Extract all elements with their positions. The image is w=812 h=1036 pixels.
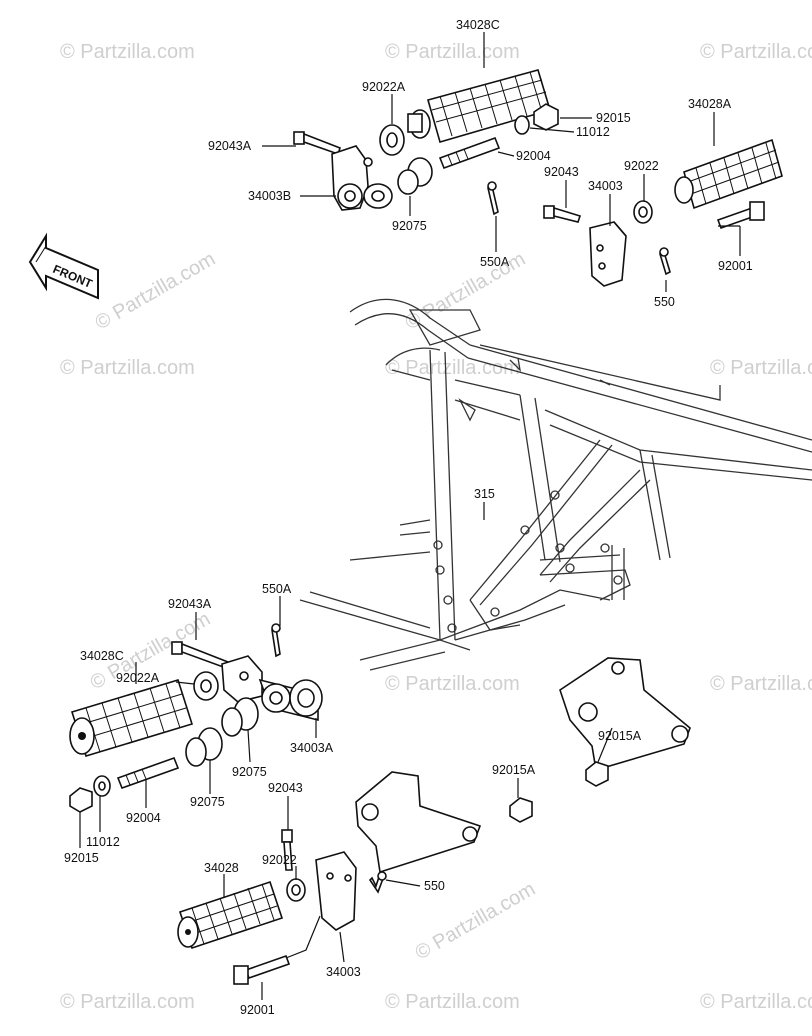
bushing-92075-b <box>185 727 223 767</box>
label-92043A: 92043A <box>208 139 252 153</box>
label-34003A: 34003A <box>290 741 334 755</box>
nut-92015-top <box>514 103 559 135</box>
pin-92004-left <box>116 756 180 790</box>
label-92015: 92015 <box>596 111 631 125</box>
bolt-92043A-mid <box>171 641 229 670</box>
bolt-92043-top <box>543 205 582 223</box>
watermark: © Partzilla.com <box>385 41 520 63</box>
label-550A: 550A <box>262 582 292 596</box>
label-92075: 92075 <box>392 219 427 233</box>
bracket-34003B <box>331 145 393 211</box>
label-550: 550 <box>654 295 675 309</box>
washer-92022A-left <box>193 671 219 701</box>
watermark: © Partzilla.com <box>385 357 520 379</box>
washer-92022A-top <box>379 124 405 156</box>
bolt-92043-bottom <box>281 829 293 871</box>
cotter-pin-550-top <box>659 247 671 276</box>
plate-bracket-right <box>559 657 691 772</box>
label-92015A: 92015A <box>492 763 536 777</box>
label-315: 315 <box>474 487 495 501</box>
bolt-92001-top <box>716 201 765 230</box>
nut-92015A-b <box>509 797 533 823</box>
footpeg-34028A <box>674 138 783 210</box>
label-34003: 34003 <box>588 179 623 193</box>
washer-92022-top <box>633 200 653 224</box>
label-92015A: 92015A <box>598 729 642 743</box>
cotter-pin-550-bottom <box>368 871 387 894</box>
footpeg-34028C-top <box>407 69 551 143</box>
nut-92015A-a <box>585 761 609 787</box>
label-92043: 92043 <box>544 165 579 179</box>
bushing-92075-a <box>221 697 259 737</box>
label-34028C: 34028C <box>456 18 500 32</box>
watermark: © Partzilla.com <box>92 248 220 334</box>
label-92022: 92022 <box>624 159 659 173</box>
bolt-92001-bottom <box>233 954 291 985</box>
watermark: © Partzilla.com <box>385 673 520 695</box>
footpeg-34028C-left <box>69 679 194 757</box>
label-92022A: 92022A <box>116 671 160 685</box>
watermark: © Partzilla.com <box>385 991 520 1013</box>
watermark: © Partzilla.com <box>710 357 812 379</box>
watermark: © Partzilla.com <box>60 991 195 1013</box>
pin-92004-top <box>438 136 501 170</box>
front-direction-arrow-icon: FRONT <box>28 232 99 300</box>
label-34003B: 34003B <box>248 189 291 203</box>
label-92043: 92043 <box>268 781 303 795</box>
label-92001: 92001 <box>718 259 753 273</box>
label-92022: 92022 <box>262 853 297 867</box>
label-550A: 550A <box>480 255 510 269</box>
motorcycle-frame <box>299 298 812 671</box>
watermark: © Partzilla.com <box>710 673 812 695</box>
label-11012: 11012 <box>576 125 610 139</box>
label-92075: 92075 <box>232 765 267 779</box>
label-92004: 92004 <box>126 811 161 825</box>
label-92075: 92075 <box>190 795 225 809</box>
washer-92022-bottom <box>286 878 306 902</box>
watermark: © Partzilla.com <box>700 41 812 63</box>
watermark: © Partzilla.com <box>700 991 812 1013</box>
watermark: © Partzilla.com <box>402 248 530 334</box>
nut-92015-left <box>69 787 93 813</box>
label-11012: 11012 <box>86 835 120 849</box>
label-92004: 92004 <box>516 149 551 163</box>
footpeg-34028 <box>177 880 284 950</box>
bracket-34003-top <box>589 221 627 287</box>
bolt-92043A-top <box>293 131 341 156</box>
watermark: © Partzilla.com <box>60 357 195 379</box>
label-92015: 92015 <box>64 851 99 865</box>
part-labels: 34028C 92022A 92015 11012 92004 34028A 9… <box>64 18 753 1017</box>
label-92043A: 92043A <box>168 597 212 611</box>
bracket-34003-bottom <box>315 851 357 931</box>
leader-lines <box>79 32 741 1000</box>
watermark: © Partzilla.com <box>60 41 195 63</box>
label-34028C: 34028C <box>80 649 124 663</box>
label-34003: 34003 <box>326 965 361 979</box>
plate-bracket-lower <box>355 771 482 874</box>
label-34028: 34028 <box>204 861 239 875</box>
bracket-34003A <box>221 655 323 722</box>
label-34028A: 34028A <box>688 97 732 111</box>
cotter-pin-550A-top <box>487 181 499 216</box>
cotter-pin-550A-mid <box>271 623 281 658</box>
label-92001: 92001 <box>240 1003 275 1017</box>
bushing-92075-top <box>397 157 433 195</box>
label-550: 550 <box>424 879 445 893</box>
washer-11012-left <box>93 775 111 797</box>
label-92022A: 92022A <box>362 80 406 94</box>
